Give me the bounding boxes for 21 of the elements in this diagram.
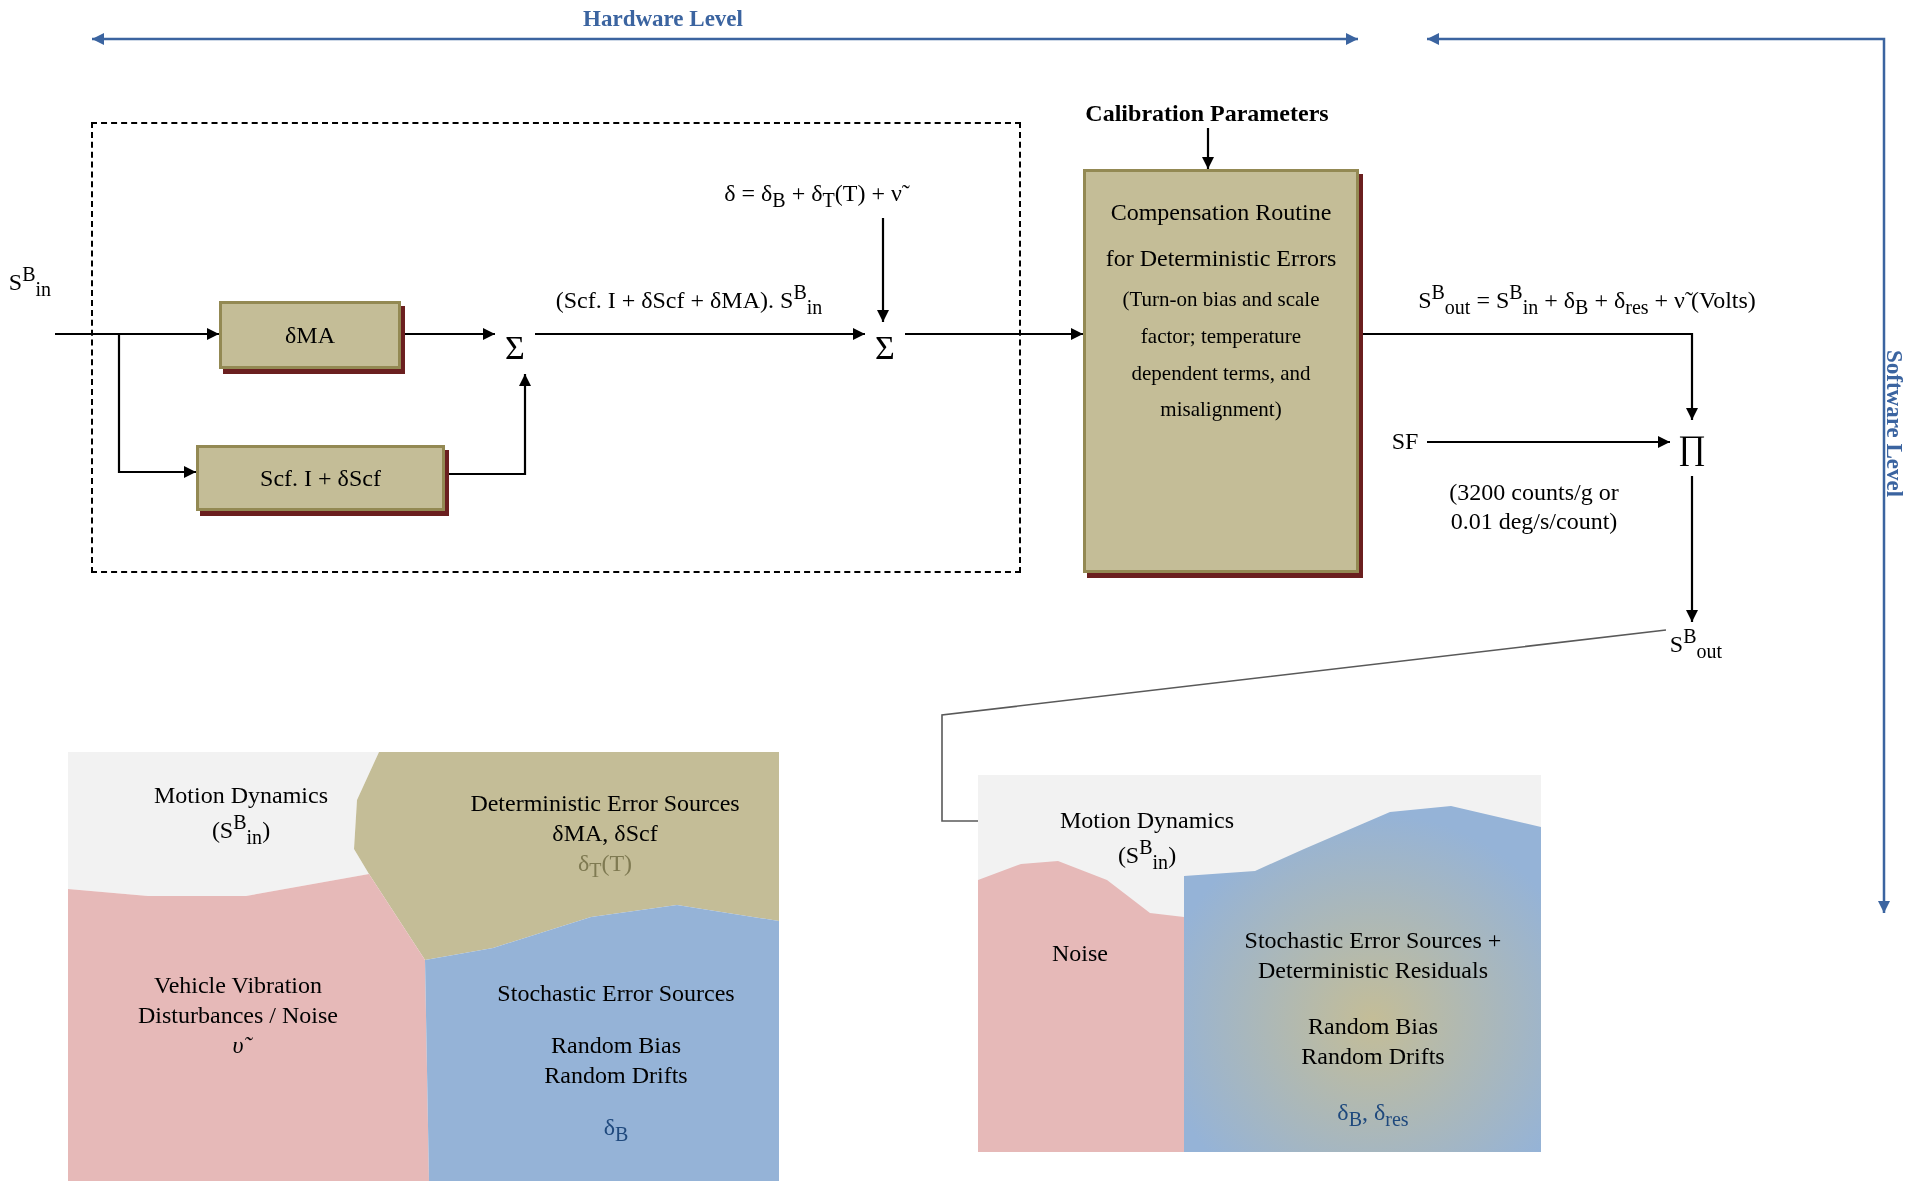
shaded-region: Vehicle Vibration Disturbances / Noise υ̃ [68,874,429,1181]
level-label: Hardware Level [582,6,744,32]
input-label: Calibration Parameters [1062,98,1352,128]
level-label: Software Level [1881,350,1907,498]
shaded-region: Motion Dynamics (S$^{B}$$_{in}$) [68,752,379,896]
summing-junction: Σ [495,322,535,374]
summing-junction: Σ [865,322,905,374]
arrow [535,328,865,340]
dashed-boundary-box [91,122,1021,573]
error-equation: δ = δ$_{B}$ + δ$_{T}$(T) + ν̃ [653,172,973,218]
arrow [905,328,1083,340]
scale-factor-label: SF [1383,420,1427,462]
arrow [1427,436,1670,448]
leader-line [941,629,1667,822]
arrow [55,332,196,478]
product-junction: ∏ [1670,420,1714,476]
shaded-region: Stochastic Error Sources Random Bias Random Drifts δ$_{B}$ [425,905,779,1181]
shaded-region: Deterministic Error Sources δMA, δScf δ$_{T}$(T) [354,752,779,960]
arrow [877,218,889,322]
arrow [1686,476,1698,622]
arrow [1202,128,1214,169]
